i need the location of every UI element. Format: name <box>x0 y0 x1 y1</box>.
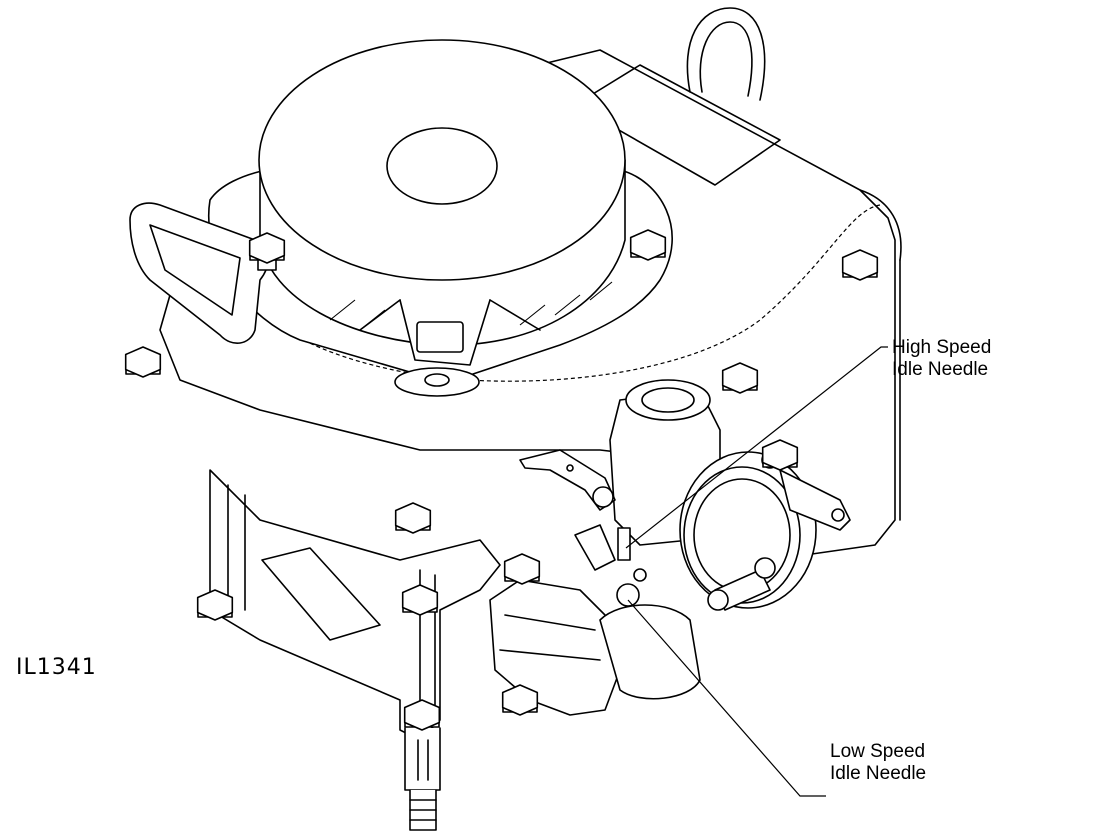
hex-bolt-head <box>196 589 234 621</box>
hex-bolt-head <box>401 584 439 616</box>
hex-bolt-head <box>501 684 539 716</box>
hex-bolt-head <box>394 502 432 534</box>
hex-bolt-head <box>124 346 162 378</box>
crankcase <box>209 469 501 741</box>
recoil-starter <box>207 39 673 397</box>
hex-bolt-head <box>629 229 667 261</box>
muffler <box>489 579 701 716</box>
hex-bolt-head <box>721 362 759 394</box>
high-speed-callout-line2: Idle Needle <box>892 359 988 380</box>
callout-leaders <box>625 346 888 797</box>
low-speed-callout-line2: Idle Needle <box>830 763 926 784</box>
carburetor <box>519 379 851 611</box>
hex-bolt-head <box>403 699 441 731</box>
hex-bolts <box>124 229 879 731</box>
hex-bolt-head <box>841 249 879 281</box>
hex-bolt-head <box>503 553 541 585</box>
output-shaft <box>404 727 441 831</box>
figure-id-label: IL1341 <box>16 655 97 680</box>
high-speed-callout-line1: High Speed <box>892 337 991 358</box>
hex-bolt-head <box>248 232 286 264</box>
hex-bolt-head <box>761 439 799 471</box>
low-speed-callout-line1: Low Speed <box>830 741 925 762</box>
lifting-eye <box>686 7 766 101</box>
